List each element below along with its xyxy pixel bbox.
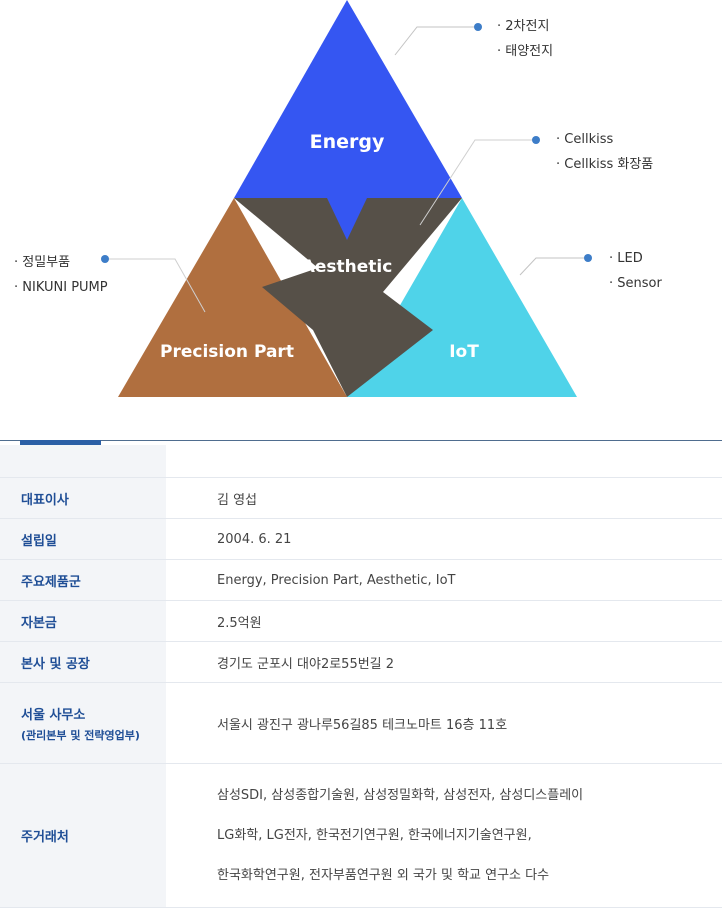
segment-title-aesthetic: Aesthetic: [302, 257, 393, 277]
label-group-energy: · 2차전지 · 태양전지: [497, 14, 553, 64]
label-precision-2: · NIKUNI PUMP: [14, 280, 108, 295]
table-row: [0, 445, 722, 478]
label-precision-1: · 정밀부품: [14, 255, 71, 270]
company-info-table: 대표이사 김 영섭 설립일 2004. 6. 21 주요제품군 Energy, …: [0, 445, 722, 908]
row-label-capital: 자본금: [0, 601, 166, 641]
row-value-clients: 삼성SDI, 삼성종합기술원, 삼성정밀화학, 삼성전자, 삼성디스플레이 LG…: [166, 764, 722, 907]
table-row: 주거래처 삼성SDI, 삼성종합기술원, 삼성정밀화학, 삼성전자, 삼성디스플…: [0, 764, 722, 908]
row-label-text: 자본금: [21, 615, 57, 631]
row-value-capital: 2.5억원: [166, 601, 722, 641]
table-header-spacer: [0, 445, 166, 477]
row-label-text: 서울 사무소: [21, 707, 86, 723]
row-value-founded: 2004. 6. 21: [166, 519, 722, 559]
row-label-seoul-office: 서울 사무소 (관리본부 및 전략영업부): [0, 683, 166, 763]
leader-aesthetic: [419, 139, 536, 226]
row-label-clients: 주거래처: [0, 764, 166, 907]
row-label-founded: 설립일: [0, 519, 166, 559]
segment-energy: [234, 0, 462, 198]
leader-dot-iot: [584, 254, 592, 262]
label-group-aesthetic: · Cellkiss · Cellkiss 화장품: [556, 127, 653, 177]
table-row: 대표이사 김 영섭: [0, 478, 722, 519]
row-label-ceo: 대표이사: [0, 478, 166, 518]
row-label-text: 설립일: [21, 533, 57, 549]
label-aesthetic-2: · Cellkiss 화장품: [556, 157, 654, 172]
row-label-products: 주요제품군: [0, 560, 166, 600]
row-value-text: 서울시 광진구 광나루56길85 테크노마트 16층 11호: [217, 717, 508, 733]
label-energy-2: · 태양전지: [497, 44, 554, 59]
row-label-text: 주거래처: [21, 830, 69, 845]
label-energy-1: · 2차전지: [497, 19, 550, 34]
table-value-spacer: [166, 445, 722, 477]
row-value-text: 2004. 6. 21: [217, 531, 292, 547]
row-value-text: 김 영섭: [217, 492, 258, 508]
row-label-text: 대표이사: [21, 492, 69, 508]
row-label-text: 주요제품군: [21, 574, 81, 590]
leader-dot-precision: [101, 255, 109, 263]
table-row: 자본금 2.5억원: [0, 601, 722, 642]
row-value-products: Energy, Precision Part, Aesthetic, IoT: [166, 560, 722, 600]
label-group-precision: · 정밀부품 · NIKUNI PUMP: [14, 250, 108, 300]
segment-precision-part: [118, 198, 347, 397]
row-value-ceo: 김 영섭: [166, 478, 722, 518]
row-value-hq: 경기도 군포시 대야2로55번길 2: [166, 642, 722, 682]
business-triangle-diagram: Energy Aesthetic Precision Part IoT · 2차…: [0, 0, 722, 440]
leader-energy: [394, 26, 478, 56]
leader-precision: [105, 258, 206, 313]
triangle-graphic: Energy Aesthetic Precision Part IoT: [101, 0, 592, 397]
row-value-seoul-office: 서울시 광진구 광나루56길85 테크노마트 16층 11호: [166, 683, 722, 763]
section-divider: [0, 440, 722, 441]
table-row: 설립일 2004. 6. 21: [0, 519, 722, 560]
row-value-text: Energy, Precision Part, Aesthetic, IoT: [217, 572, 456, 588]
section-divider-accent: [20, 440, 101, 445]
label-iot-2: · Sensor: [609, 276, 662, 291]
segment-aesthetic: [234, 198, 462, 397]
label-aesthetic-1: · Cellkiss: [556, 132, 614, 147]
label-group-iot: · LED · Sensor: [609, 246, 662, 296]
segment-title-iot: IoT: [449, 342, 479, 362]
table-row: 주요제품군 Energy, Precision Part, Aesthetic,…: [0, 560, 722, 601]
segment-title-precision-part: Precision Part: [160, 342, 294, 362]
table-row: 본사 및 공장 경기도 군포시 대야2로55번길 2: [0, 642, 722, 683]
leader-dot-aesthetic: [532, 136, 540, 144]
segment-aesthetic-notch: [327, 198, 367, 240]
table-row: 서울 사무소 (관리본부 및 전략영업부) 서울시 광진구 광나루56길85 테…: [0, 683, 722, 764]
leader-dot-energy: [474, 23, 482, 31]
row-label-text: 본사 및 공장: [21, 656, 90, 672]
row-value-text: 경기도 군포시 대야2로55번길 2: [217, 656, 395, 672]
client-line-1: 삼성SDI, 삼성종합기술원, 삼성정밀화학, 삼성전자, 삼성디스플레이: [217, 787, 584, 803]
row-value-text: 2.5억원: [217, 615, 262, 631]
leader-iot: [519, 257, 588, 276]
segment-title-energy: Energy: [310, 131, 385, 153]
client-line-2: LG화학, LG전자, 한국전기연구원, 한국에너지기술연구원,: [217, 827, 532, 843]
client-line-3: 한국화학연구원, 전자부품연구원 외 국가 및 학교 연구소 다수: [217, 867, 550, 883]
label-iot-1: · LED: [609, 251, 643, 266]
row-label-hq: 본사 및 공장: [0, 642, 166, 682]
row-sublabel-text: (관리본부 및 전략영업부): [21, 728, 140, 742]
